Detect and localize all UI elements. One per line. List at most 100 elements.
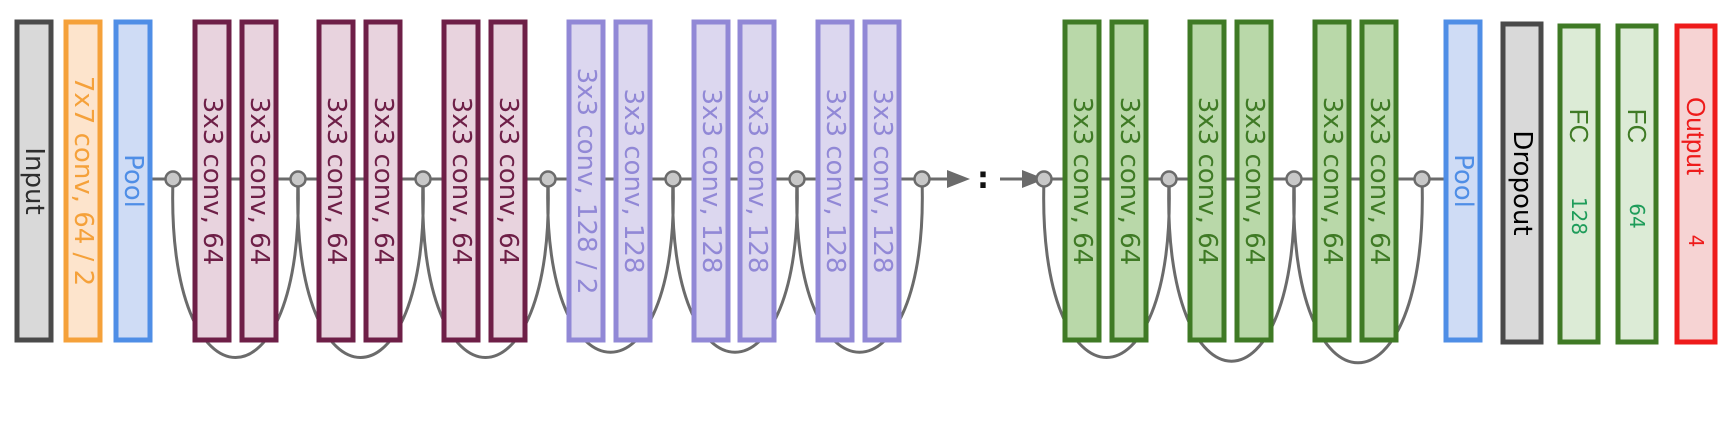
layer-label: 3x3 conv, 64 <box>1067 97 1097 265</box>
layer-label: 3x3 conv, 128 <box>696 89 726 274</box>
junction-node <box>1413 170 1431 188</box>
junction-node <box>1160 170 1178 188</box>
layer-block-rect <box>737 19 777 343</box>
junction-node <box>289 170 307 188</box>
layer-block-rect <box>192 19 232 343</box>
layer-block-c4: 3x3 conv, 64 <box>363 19 403 343</box>
skip-connection-arc <box>1167 178 1296 363</box>
skip-connection-arc <box>546 178 675 354</box>
skip-connection-arc <box>671 178 799 354</box>
junction-node <box>788 170 806 188</box>
layer-block-pool1: Pool <box>113 19 153 343</box>
layer-label: 3x3 conv, 64 <box>244 97 274 265</box>
arrow-right-icon <box>1022 170 1045 188</box>
layer-block-g6: 3x3 conv, 64 <box>1359 19 1399 343</box>
skip-connection-arc <box>296 178 425 359</box>
layer-block-fc128: FC 128 <box>1557 23 1601 345</box>
skip-connection-arc <box>421 178 550 359</box>
layer-block-rect <box>862 19 902 343</box>
layer-block-c12: 3x3 conv, 128 <box>862 19 902 343</box>
junction-node <box>414 170 432 188</box>
layer-block-g4: 3x3 conv, 64 <box>1234 19 1274 343</box>
junction-node <box>164 170 182 188</box>
layer-block-rect <box>1443 19 1483 343</box>
skip-connection-arc <box>795 178 924 354</box>
layer-label: Pool <box>1448 154 1478 208</box>
layer-label: Pool <box>118 154 148 208</box>
ellipsis-mark: : <box>977 161 989 196</box>
layer-label: 3x3 conv, 64 <box>197 97 227 265</box>
layer-block-c5: 3x3 conv, 64 <box>441 19 481 343</box>
skip-connection-arc <box>171 178 300 359</box>
layer-block-input: Input <box>14 19 54 343</box>
layer-block-c3: 3x3 conv, 64 <box>316 19 356 343</box>
layer-label: Dropout <box>1507 130 1537 235</box>
layer-label: 3x3 conv, 128 <box>867 89 897 274</box>
layer-label: 3x3 conv, 64 <box>1192 97 1222 265</box>
layer-block-rect <box>815 19 855 343</box>
layer-label: 3x3 conv, 64 <box>321 97 351 265</box>
layer-label: 3x3 conv, 64 <box>493 97 523 265</box>
layer-block-rect <box>1359 19 1399 343</box>
layer-sublabel: 4 <box>1684 235 1708 248</box>
layer-label: 3x3 conv, 64 <box>1239 97 1269 265</box>
layer-block-rect <box>441 19 481 343</box>
layer-block-rect <box>488 19 528 343</box>
layer-block-c1: 3x3 conv, 64 <box>192 19 232 343</box>
layer-block-c9: 3x3 conv, 128 <box>691 19 731 343</box>
layer-label: 3x3 conv, 64 <box>1317 97 1347 265</box>
junction-node <box>1285 170 1303 188</box>
layer-block-rect <box>1674 23 1718 345</box>
layer-block-rect <box>316 19 356 343</box>
layer-label: FC <box>1622 109 1652 144</box>
layer-block-rect <box>1187 19 1227 343</box>
layer-block-rect <box>613 19 653 343</box>
layer-block-rect <box>363 19 403 343</box>
layer-label: 3x3 conv, 64 <box>1364 97 1394 265</box>
layer-block-c10: 3x3 conv, 128 <box>737 19 777 343</box>
layer-block-rect <box>63 19 103 343</box>
layer-block-g5: 3x3 conv, 64 <box>1312 19 1352 343</box>
junction-node <box>913 170 931 188</box>
layer-block-rect <box>1062 19 1102 343</box>
layer-block-rect <box>1312 19 1352 343</box>
layer-block-rect <box>691 19 731 343</box>
layer-block-dropout: Dropout <box>1500 21 1544 345</box>
layer-block-conv7: 7x7 conv, 64 / 2 <box>63 19 103 343</box>
layer-block-rect <box>1500 21 1544 345</box>
layer-label: 7x7 conv, 64 / 2 <box>68 76 98 286</box>
junction-node <box>539 170 557 188</box>
layer-block-fc64: FC 64 <box>1615 23 1659 345</box>
layer-sublabel: 64 <box>1625 203 1649 228</box>
layer-sublabel: 128 <box>1567 197 1591 235</box>
layer-label: Output <box>1681 97 1711 176</box>
layer-label: 3x3 conv, 128 <box>820 89 850 274</box>
layer-block-rect <box>1109 19 1149 343</box>
layer-label: 3x3 conv, 128 / 2 <box>571 68 601 295</box>
layer-label: 3x3 conv, 64 <box>368 97 398 265</box>
layer-label: 3x3 conv, 128 <box>618 89 648 274</box>
junction-node <box>1035 170 1053 188</box>
layer-block-rect <box>1557 23 1601 345</box>
layer-block-rect <box>1615 23 1659 345</box>
layer-block-pool2: Pool <box>1443 19 1483 343</box>
layer-label: FC <box>1564 109 1594 144</box>
layer-block-c6: 3x3 conv, 64 <box>488 19 528 343</box>
layer-label: Input <box>19 147 49 214</box>
skip-connection-arc <box>1042 178 1171 359</box>
layer-block-rect <box>566 19 606 343</box>
layer-block-g2: 3x3 conv, 64 <box>1109 19 1149 343</box>
layer-block-c11: 3x3 conv, 128 <box>815 19 855 343</box>
skip-connection-arc <box>1292 178 1424 365</box>
layer-block-rect <box>14 19 54 343</box>
layer-label: 3x3 conv, 64 <box>1114 97 1144 265</box>
layer-block-c8: 3x3 conv, 128 <box>613 19 653 343</box>
layer-block-c7: 3x3 conv, 128 / 2 <box>566 19 606 343</box>
layer-block-rect <box>239 19 279 343</box>
layer-block-rect <box>113 19 153 343</box>
layer-block-output: Output 4 <box>1674 23 1718 345</box>
layer-block-g1: 3x3 conv, 64 <box>1062 19 1102 343</box>
layer-label: 3x3 conv, 128 <box>742 89 772 274</box>
layer-label: 3x3 conv, 64 <box>446 97 476 265</box>
